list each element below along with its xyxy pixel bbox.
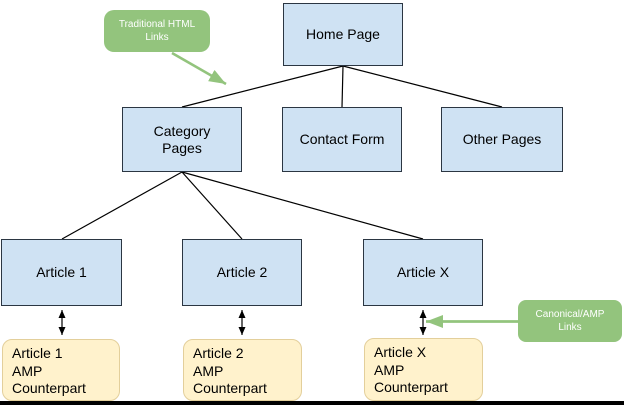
callout-traditional-html-links: Traditional HTML Links bbox=[104, 10, 210, 52]
traditional-links-callout-arrow bbox=[171, 51, 227, 86]
node-article-x: Article X bbox=[363, 239, 483, 306]
canonical-link-arrows bbox=[58, 310, 427, 335]
node-home-page: Home Page bbox=[283, 3, 403, 66]
callout-canonical-amp-links: Canonical/AMP Links bbox=[518, 300, 622, 342]
node-article-2: Article 2 bbox=[182, 239, 302, 306]
node-contact-form: Contact Form bbox=[282, 107, 402, 172]
node-category-pages: Category Pages bbox=[122, 107, 242, 172]
node-article-x-amp-counterpart: Article X AMP Counterpart bbox=[364, 338, 483, 401]
node-article-2-amp-counterpart: Article 2 AMP Counterpart bbox=[183, 339, 302, 401]
bottom-edge-bar bbox=[0, 401, 624, 405]
node-other-pages: Other Pages bbox=[441, 107, 563, 172]
node-article-1: Article 1 bbox=[1, 239, 122, 306]
node-article-1-amp-counterpart: Article 1 AMP Counterpart bbox=[2, 339, 120, 401]
